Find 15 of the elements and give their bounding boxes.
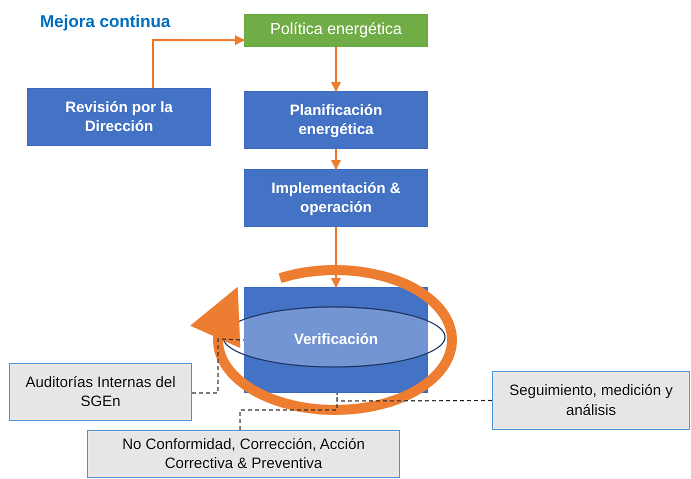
process-box: Política energética — [244, 14, 428, 47]
process-box: Revisión por la Dirección — [27, 88, 211, 146]
arrow — [331, 47, 341, 92]
note-box: Seguimiento, medición y análisis — [492, 371, 690, 430]
leader-line — [336, 393, 492, 402]
leader-line — [192, 338, 244, 394]
process-box: Implementación & operación — [244, 169, 428, 227]
process-box: Verificación — [244, 287, 428, 393]
process-box: Planificación energética — [244, 91, 428, 149]
arrow — [152, 35, 245, 88]
heading-label: Mejora continua — [40, 12, 170, 32]
arrow — [331, 227, 341, 288]
note-box: No Conformidad, Corrección, Acción Correctiva & Preventiva — [87, 430, 400, 478]
arrow — [331, 149, 341, 170]
note-box: Auditorías Internas del SGEn — [9, 363, 192, 421]
